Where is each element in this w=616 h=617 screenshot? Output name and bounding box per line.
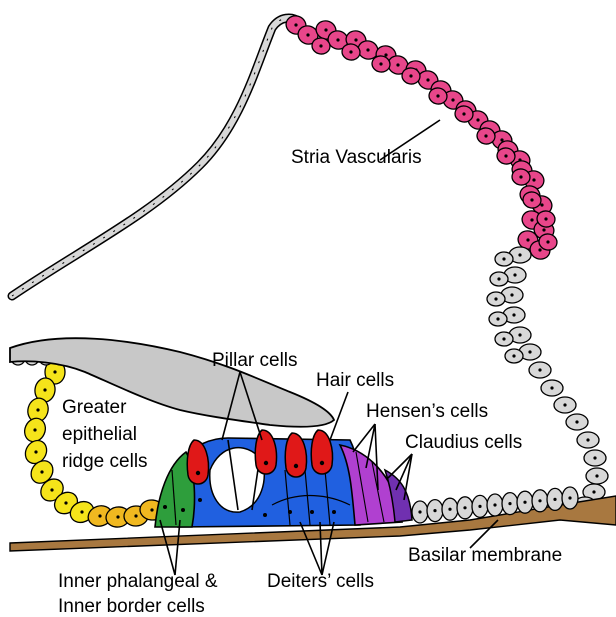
label-ger-line3: ridge cells (62, 451, 148, 472)
cell-nucleus (50, 488, 53, 491)
cell-nucleus (542, 228, 545, 231)
cell-nucleus (510, 293, 513, 296)
cell-nucleus (116, 515, 119, 518)
hair-cell-nucleus (196, 471, 200, 475)
cell-nucleus (519, 175, 522, 178)
cell-nucleus (497, 277, 500, 280)
cell-nucleus (448, 508, 451, 511)
cell-nucleus (336, 38, 339, 41)
cell-nucleus (546, 240, 549, 243)
cell-nucleus (530, 218, 533, 221)
cell-nucleus (538, 368, 541, 371)
cell-nucleus (36, 408, 39, 411)
cell-nucleus (80, 510, 83, 513)
organ-of-corti (155, 430, 412, 527)
cell-nucleus (568, 496, 571, 499)
label-pillar-cells: Pillar cells (212, 350, 298, 371)
cell-nucleus (478, 505, 481, 508)
cell-nucleus (502, 337, 505, 340)
cell-nucleus (134, 514, 137, 517)
cell-nucleus (544, 217, 547, 220)
cell-nucleus (553, 498, 556, 501)
cell-nucleus (550, 386, 553, 389)
cell-nucleus (496, 317, 499, 320)
cell-nucleus (518, 253, 521, 256)
hair-cell-nucleus (294, 464, 298, 468)
cell-nucleus (502, 257, 505, 260)
label-hair-cells: Hair cells (316, 370, 394, 391)
cell-nucleus (294, 23, 297, 26)
cell-nucleus (526, 238, 529, 241)
cell-nucleus (476, 118, 479, 121)
label-inner-phalangeal-line1: Inner phalangeal & (58, 571, 218, 592)
cell-nucleus (349, 50, 352, 53)
cell-nucleus (319, 44, 322, 47)
label-claudius-cells: Claudius cells (405, 432, 522, 453)
hair-cell (311, 430, 332, 474)
cell-nucleus (586, 438, 589, 441)
cell-nucleus (426, 78, 429, 81)
label-ger-line1: Greater (62, 397, 127, 418)
cell-nucleus (306, 33, 309, 36)
cell-nucleus (512, 354, 515, 357)
cell-nucleus (508, 502, 511, 505)
cell-nucleus (493, 503, 496, 506)
label-deiters-cells: Deiters’ cells (267, 571, 374, 592)
cell-nucleus (540, 203, 543, 206)
cell-nucleus (575, 420, 578, 423)
cell-nucleus (43, 388, 46, 391)
cell-nucleus (409, 74, 412, 77)
label-ger-line2: epithelial (62, 424, 137, 445)
cell-nucleus (462, 112, 465, 115)
cell-nucleus (433, 509, 436, 512)
cell-nucleus (451, 98, 454, 101)
cell-nucleus (463, 506, 466, 509)
cell-nucleus (595, 474, 598, 477)
cell-nucleus (418, 510, 421, 513)
cell-nucleus (528, 350, 531, 353)
cell-nucleus (512, 313, 515, 316)
cell-nucleus (324, 28, 327, 31)
cell-nucleus (504, 154, 507, 157)
cell-nucleus (396, 63, 399, 66)
cell-nucleus (513, 273, 516, 276)
cell-nucleus (593, 456, 596, 459)
cell-nucleus (64, 501, 67, 504)
hair-cell-nucleus (320, 461, 324, 465)
cell-nucleus (150, 508, 153, 511)
cell-nucleus (384, 53, 387, 56)
cell-nucleus (354, 38, 357, 41)
cell-nucleus (53, 370, 56, 373)
cell-nucleus (530, 198, 533, 201)
stria-vascularis-cells (284, 13, 559, 262)
hair-cell (255, 430, 276, 474)
cell-nucleus (33, 428, 36, 431)
label-basilar-membrane: Basilar membrane (408, 545, 562, 566)
cell-nucleus (40, 470, 43, 473)
cell-nucleus (563, 403, 566, 406)
label-inner-phalangeal-line2: Inner border cells (58, 596, 205, 617)
cell-nucleus (494, 297, 497, 300)
outer-sulcus-epithelium (487, 247, 608, 513)
cell-nucleus (379, 62, 382, 65)
hair-cell-nucleus (264, 461, 268, 465)
cell-nucleus (98, 514, 101, 517)
cell-nucleus (523, 501, 526, 504)
cell-nucleus (436, 94, 439, 97)
reissners-membrane (12, 18, 300, 296)
cell-nucleus (538, 248, 541, 251)
cell-nucleus (34, 450, 37, 453)
cell-nucleus (538, 499, 541, 502)
cell-nucleus (518, 333, 521, 336)
cell-nucleus (366, 48, 369, 51)
cell-nucleus (532, 178, 535, 181)
cell-nucleus (484, 134, 487, 137)
cell-nucleus (592, 490, 595, 493)
label-hensens-cells: Hensen’s cells (366, 401, 488, 422)
label-stria-vascularis: Stria Vascularis (291, 147, 422, 168)
